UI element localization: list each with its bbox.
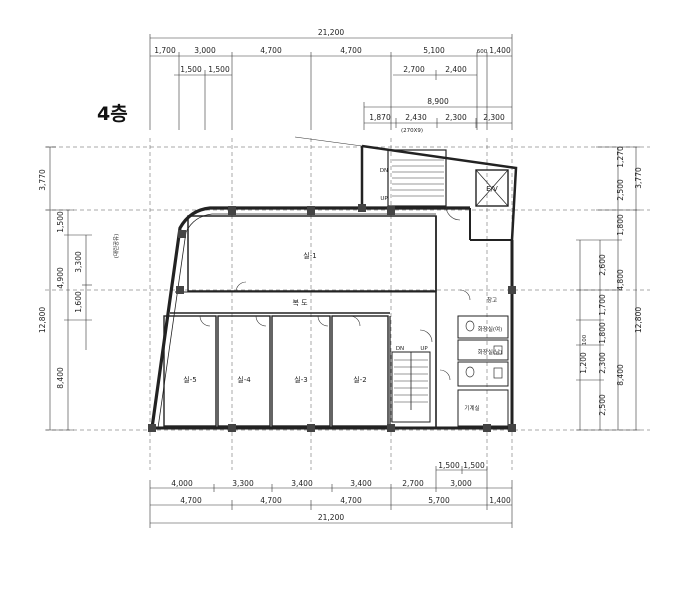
room-small: 실-2 xyxy=(353,375,366,384)
room-utility: 기계실 xyxy=(464,404,479,412)
top-dim: 3,000 xyxy=(194,46,216,55)
bottom-dim: 1,400 xyxy=(489,496,511,505)
left-dim: 4,900 xyxy=(56,267,65,289)
right-dim: 4,800 xyxy=(616,269,625,291)
bottom-dimension-lines xyxy=(149,466,513,528)
room-main: 실-1 xyxy=(303,251,316,260)
right-dim: 3,770 xyxy=(634,167,643,189)
top-dim: 2,300 xyxy=(483,113,505,122)
fixtures xyxy=(465,320,503,379)
left-dim: 8,400 xyxy=(56,367,65,389)
right-dim: 2,500 xyxy=(616,179,625,201)
stair-up-label: UP xyxy=(380,196,388,202)
room-elevator: E/V xyxy=(486,185,498,193)
bottom-dim: 3,400 xyxy=(291,479,313,488)
bottom-dim: 1,500 xyxy=(463,461,485,470)
bottom-dim: 2,700 xyxy=(402,479,424,488)
top-dim: 5,100 xyxy=(423,46,445,55)
door-swings xyxy=(199,205,471,381)
room-toilet: 화장실(여) xyxy=(478,325,503,333)
room-toilet: 화장실(남) xyxy=(478,348,503,356)
left-dim: 3,300 xyxy=(74,251,83,273)
top-dim: 2,400 xyxy=(445,65,467,74)
top-dim: 2,300 xyxy=(445,113,467,122)
left-dimension-text: 3,770 12,800 1,500 4,900 8,400 3,300 1,6… xyxy=(38,169,120,389)
stair-note: (270X9) xyxy=(401,128,423,134)
stair-labels: DN UP DN UP xyxy=(380,168,429,352)
bottom-dim: 4,700 xyxy=(180,496,202,505)
leader-line xyxy=(294,136,363,147)
bottom-total: 21,200 xyxy=(318,513,344,522)
bottom-dim: 4,000 xyxy=(171,479,193,488)
top-dim: 2,430 xyxy=(405,113,427,122)
left-dimension-lines xyxy=(46,146,92,431)
top-total: 21,200 xyxy=(318,28,344,37)
top-dim: 4,700 xyxy=(260,46,282,55)
bottom-dim: 3,000 xyxy=(450,479,472,488)
left-dim: 1,500 xyxy=(56,211,65,233)
right-dim: 1,700 xyxy=(598,294,607,316)
left-dim: 3,770 xyxy=(38,169,47,191)
bottom-dim: 1,500 xyxy=(438,461,460,470)
right-dim: 1,800 xyxy=(616,214,625,236)
room-small: 실-5 xyxy=(183,375,196,384)
right-dim: 100 xyxy=(582,334,588,345)
left-dim: 12,800 xyxy=(38,307,47,333)
grid-axes xyxy=(45,138,650,470)
top-dim: 2,700 xyxy=(403,65,425,74)
room-small: 실-4 xyxy=(237,375,251,384)
top-dim: 1,870 xyxy=(369,113,391,122)
room-labels: 실-1 복 도 실-5 실-4 실-3 실-2 E/V 기계실 화장실(여) 화… xyxy=(183,185,502,412)
top-dim: 4,700 xyxy=(340,46,362,55)
stair-dn-label: DN xyxy=(380,168,388,174)
top-dim: 1,700 xyxy=(154,46,176,55)
top-dimension-lines xyxy=(149,34,513,130)
building-walls xyxy=(150,144,518,430)
bottom-dim: 4,700 xyxy=(260,496,282,505)
floor-title: 4층 xyxy=(97,103,128,125)
stair-up-label: UP xyxy=(420,346,428,352)
right-dim: 1,800 xyxy=(598,322,607,344)
stair-treads xyxy=(392,159,444,403)
room-corridor: 복 도 xyxy=(292,299,308,307)
right-dim: 1,270 xyxy=(616,146,625,168)
right-dim: 1,200 xyxy=(579,352,588,374)
bottom-dimension-text: 1,500 1,500 4,000 3,300 3,400 3,400 2,70… xyxy=(171,461,511,522)
left-note: (대린공유) xyxy=(112,234,120,259)
room-small: 실-3 xyxy=(294,375,307,384)
right-dim: 2,600 xyxy=(598,254,607,276)
columns xyxy=(148,204,516,432)
top-dim: 8,900 xyxy=(427,97,449,106)
top-dimension-text: 21,200 1,700 3,000 4,700 4,700 5,100 600… xyxy=(154,28,511,134)
right-dim: 8,400 xyxy=(616,364,625,386)
stair-dn-label: DN xyxy=(396,346,404,352)
top-dim: 1,500 xyxy=(208,65,230,74)
top-dim: 1,400 xyxy=(489,46,511,55)
right-dim: 2,300 xyxy=(598,352,607,374)
left-dim: 1,600 xyxy=(74,291,83,313)
bottom-dim: 3,400 xyxy=(350,479,372,488)
bottom-dim: 5,700 xyxy=(428,496,450,505)
right-dimension-text: 1,270 2,500 3,770 12,800 1,800 4,800 8,4… xyxy=(579,146,643,416)
top-dim: 600 xyxy=(477,49,488,55)
bottom-dim: 4,700 xyxy=(340,496,362,505)
right-dim: 2,500 xyxy=(598,394,607,416)
bottom-dim: 3,300 xyxy=(232,479,254,488)
right-dim: 12,800 xyxy=(634,307,643,333)
right-dimension-lines xyxy=(576,146,640,431)
top-dim: 1,500 xyxy=(180,65,202,74)
room-storage: 창고 xyxy=(487,296,497,304)
